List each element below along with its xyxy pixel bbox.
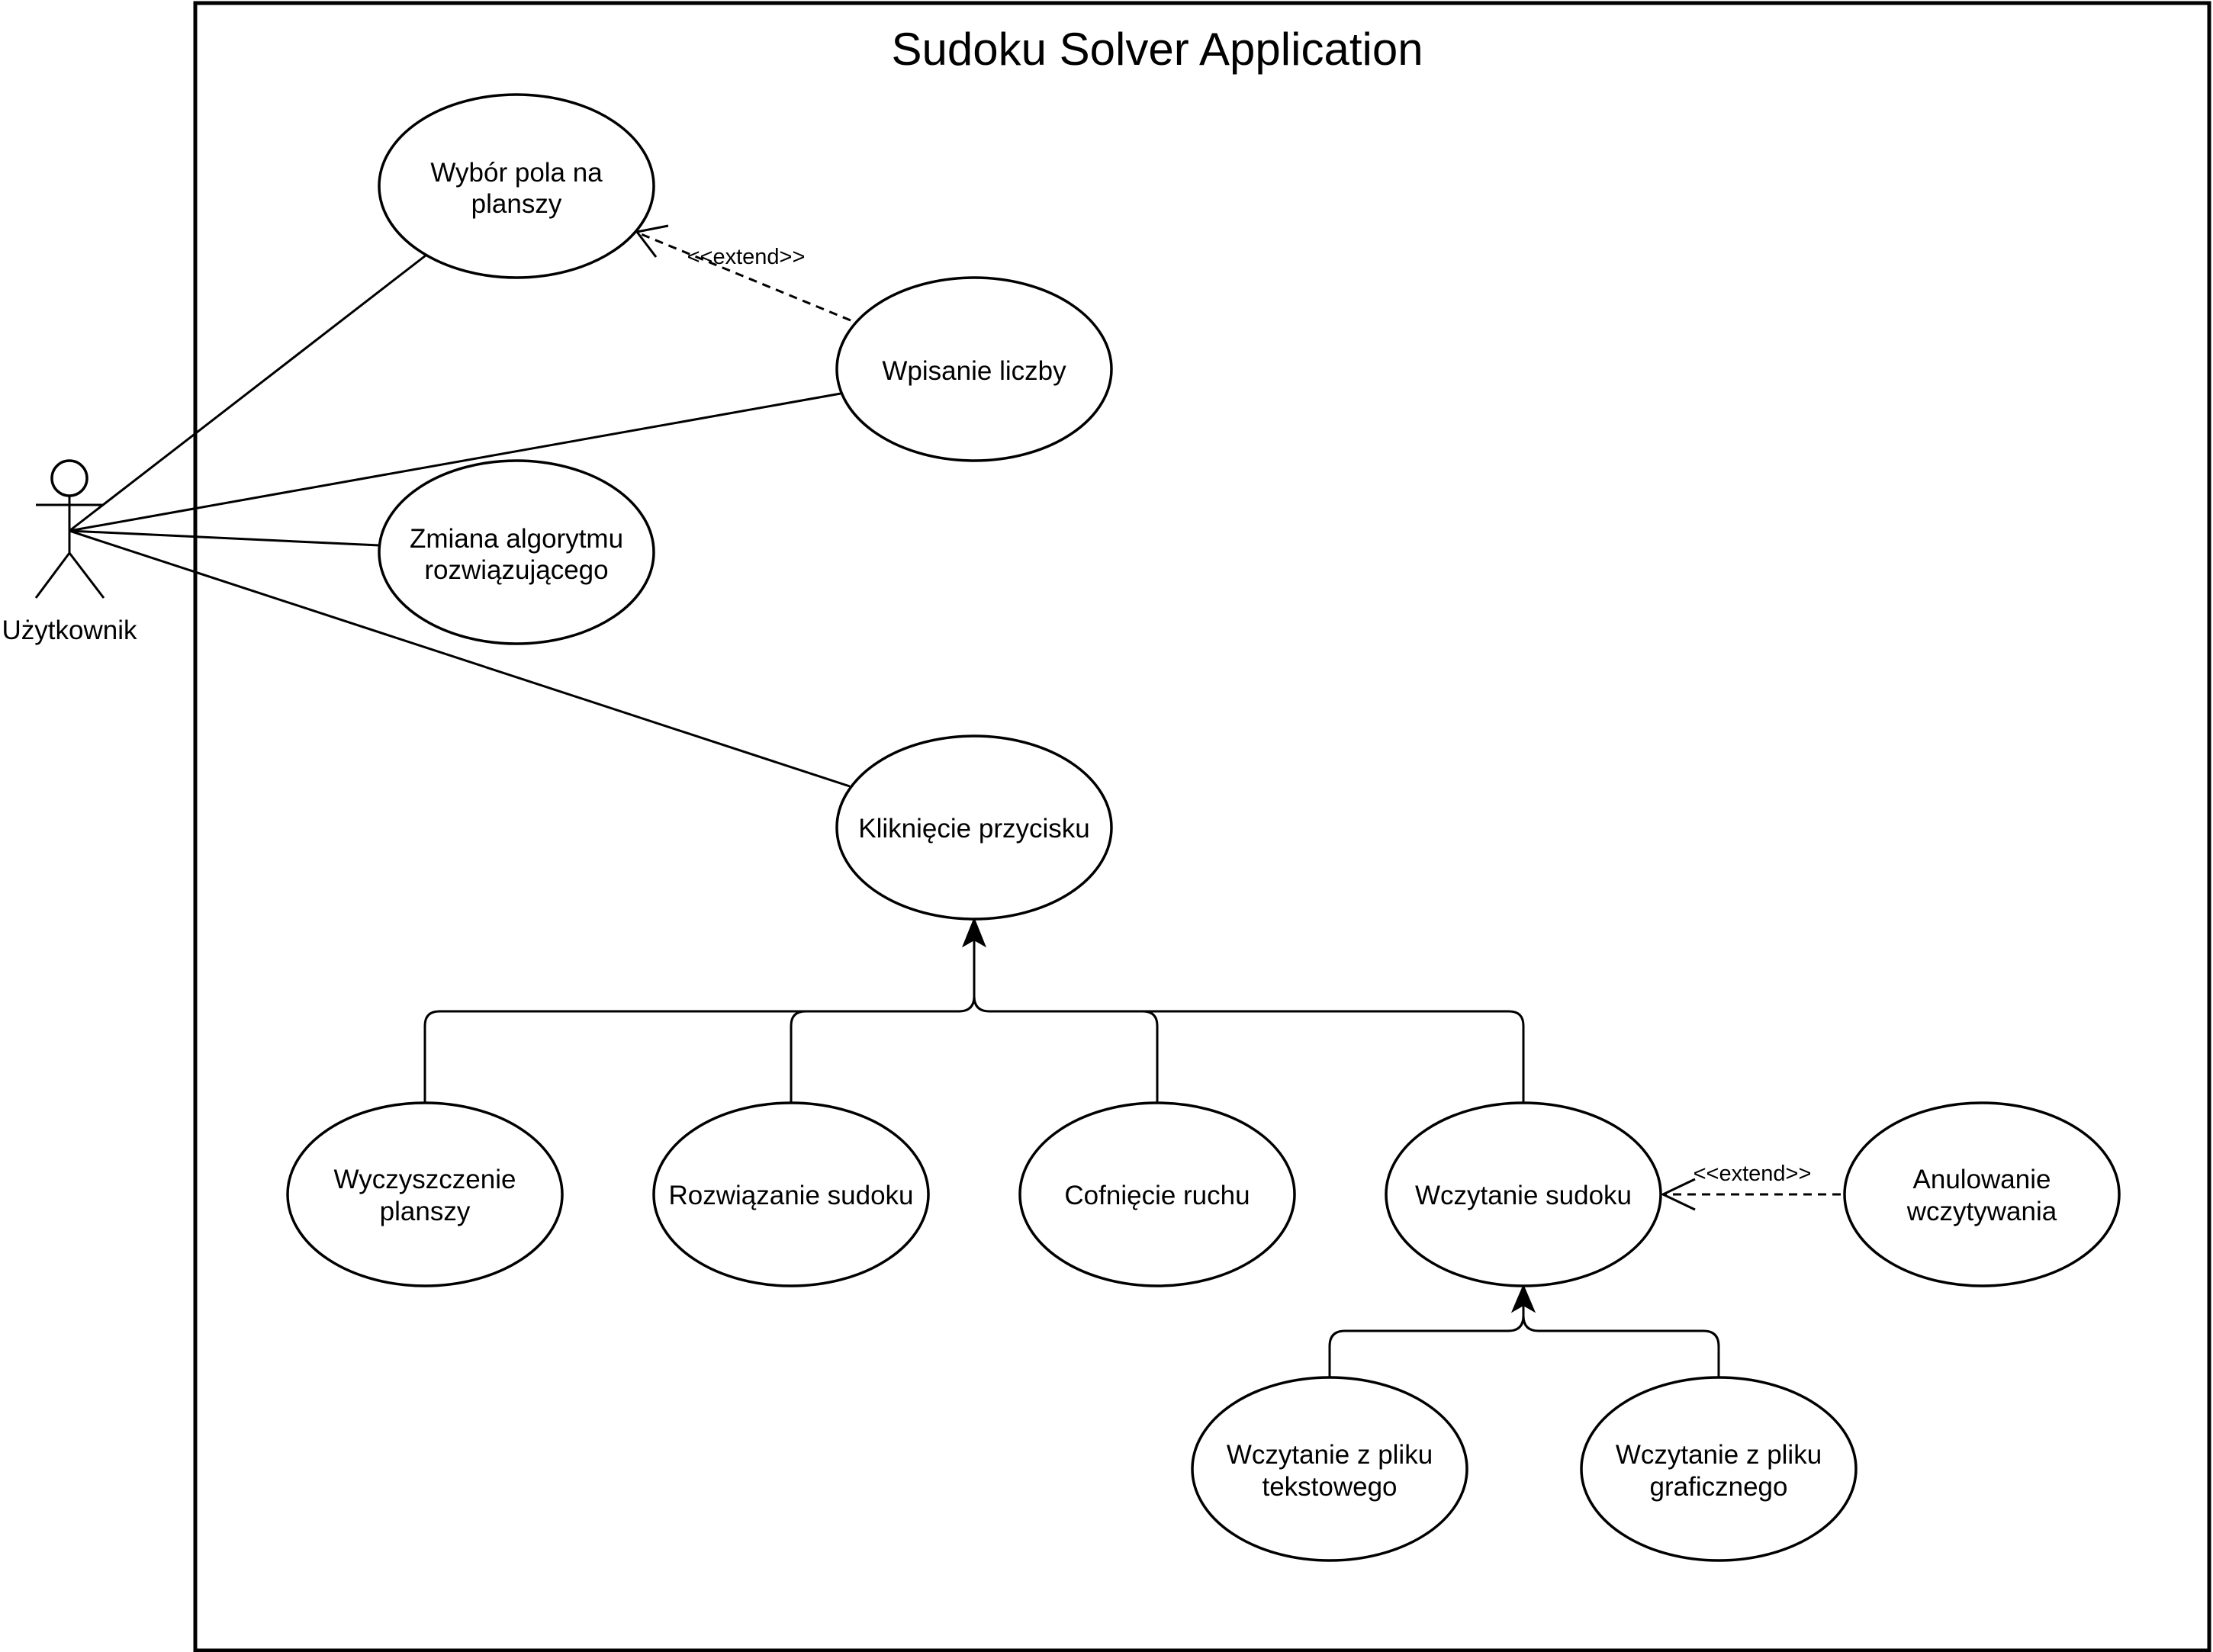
use-case-label: Wczytanie z pliku <box>1616 1440 1822 1470</box>
generalization-wczytanie <box>1328 1284 1720 1379</box>
use-case-wpisanie-liczby[interactable]: Wpisanie liczby <box>835 276 1113 462</box>
use-case-label: Zmiana algorytmu <box>410 524 623 554</box>
use-case-rozwiazanie-sudoku[interactable]: Rozwiązanie sudoku <box>652 1101 930 1287</box>
gen-branch-tekstowy <box>1328 1289 1525 1379</box>
use-case-label: Wczytanie z pliku <box>1227 1440 1433 1470</box>
use-case-wybor-pola[interactable]: Wybór pola na planszy <box>378 93 655 279</box>
use-case-wczytanie-tekstowego[interactable]: Wczytanie z pliku tekstowego <box>1191 1376 1468 1562</box>
use-case-anulowanie-wczytywania[interactable]: Anulowanie wczytywania <box>1843 1101 2121 1287</box>
actor-label: Użytkownik <box>2 615 137 645</box>
extend-arrowhead-2 <box>1660 1178 1696 1211</box>
use-case-label: planszy <box>380 1197 471 1226</box>
assoc-wybor <box>69 254 426 532</box>
use-case-ellipse <box>1580 1376 1858 1562</box>
use-case-label: planszy <box>471 189 562 219</box>
associations <box>69 254 851 788</box>
use-case-ellipse <box>1843 1101 2121 1287</box>
use-case-ellipse <box>378 93 655 279</box>
use-case-cofniecie-ruchu[interactable]: Cofnięcie ruchu <box>1018 1101 1296 1287</box>
extend-relation-2: <<extend>> <box>1660 1162 1841 1211</box>
use-case-wyczyszczenie-planszy[interactable]: Wyczyszczenie planszy <box>286 1101 564 1287</box>
use-case-label: Wczytanie sudoku <box>1415 1181 1632 1210</box>
gen-arrowhead-klikniecie <box>962 917 986 948</box>
use-case-wczytanie-graficznego[interactable]: Wczytanie z pliku graficznego <box>1580 1376 1858 1562</box>
actor-user[interactable]: Użytkownik <box>2 459 137 645</box>
use-case-klikniecie-przycisku[interactable]: Kliknięcie przycisku <box>835 734 1113 921</box>
gen-branch-graficzny <box>1522 1315 1720 1379</box>
use-case-label: Anulowanie <box>1913 1165 2051 1194</box>
use-case-ellipse <box>652 1101 930 1287</box>
use-case-label: rozwiązującego <box>424 555 608 585</box>
actor-head <box>50 459 88 497</box>
extend-relation-1: <<extend>> <box>635 224 851 322</box>
use-case-label: Rozwiązanie sudoku <box>668 1181 913 1210</box>
extend-label-2: <<extend>> <box>1694 1162 1812 1186</box>
use-case-ellipse <box>286 1101 564 1287</box>
use-case-label: Wybór pola na <box>430 158 603 188</box>
use-case-ellipse <box>835 276 1113 462</box>
use-case-ellipse <box>1191 1376 1468 1562</box>
use-case-label: Wpisanie liczby <box>882 356 1066 386</box>
assoc-klikniecie <box>69 529 851 788</box>
use-case-label: Wyczyszczenie <box>334 1165 516 1194</box>
use-case-label: graficznego <box>1650 1472 1788 1502</box>
generalization-klikniecie <box>423 917 1525 1103</box>
use-case-label: Kliknięcie przycisku <box>858 814 1089 844</box>
use-case-label: Cofnięcie ruchu <box>1064 1181 1250 1210</box>
extend-line-1 <box>638 232 851 322</box>
use-case-ellipse <box>1018 1101 1296 1287</box>
actor-right-leg <box>68 552 105 599</box>
use-case-zmiana-algorytmu[interactable]: Zmiana algorytmu rozwiązującego <box>378 459 655 645</box>
assoc-zmiana <box>69 529 380 547</box>
gen-branch-wczytanie <box>989 1010 1525 1103</box>
gen-branch-wyczyszczenie <box>423 923 976 1103</box>
extend-label-1: <<extend>> <box>687 245 806 269</box>
use-case-ellipse <box>835 734 1113 921</box>
use-case-ellipse <box>378 459 655 645</box>
system-title: Sudoku Solver Application <box>891 24 1423 75</box>
use-case-wczytanie-sudoku[interactable]: Wczytanie sudoku <box>1385 1101 1662 1287</box>
use-case-label: wczytywania <box>1906 1197 2057 1226</box>
assoc-wpisanie <box>69 392 841 532</box>
use-case-ellipse <box>1385 1101 1662 1287</box>
extend-arrowhead-1 <box>635 224 669 258</box>
use-case-label: tekstowego <box>1262 1472 1397 1502</box>
system-boundary <box>193 1 2211 1652</box>
gen-arrowhead-wczytanie <box>1510 1284 1536 1313</box>
gen-branch-rozwiazanie <box>790 1010 959 1103</box>
actor-left-leg <box>34 552 71 599</box>
